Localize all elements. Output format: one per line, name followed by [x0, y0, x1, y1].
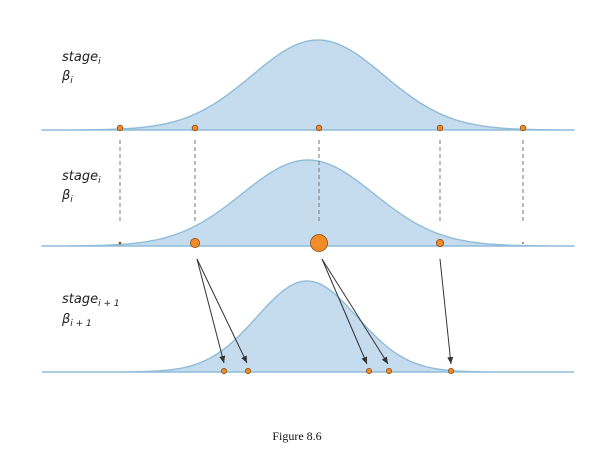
- sample-point: [315, 124, 323, 132]
- resample-arrow: [321, 258, 368, 365]
- sample-point: [365, 367, 372, 374]
- sample-point: [189, 237, 200, 248]
- sample-point: [385, 367, 392, 374]
- beta-label-2: βi: [61, 188, 73, 205]
- sample-point: [519, 124, 527, 132]
- distribution-curve-stage-3: [42, 280, 574, 373]
- stage-label-3: stagei + 1: [62, 292, 120, 309]
- sample-point: [220, 367, 227, 374]
- sample-point: [116, 124, 124, 132]
- sample-point: [435, 238, 444, 247]
- sample-point: [191, 124, 199, 132]
- sample-point: [436, 124, 444, 132]
- beta-label-1: βi: [61, 69, 73, 86]
- sample-point: [522, 242, 524, 244]
- sample-point: [244, 367, 251, 374]
- resampling-arrows: [196, 258, 454, 365]
- resample-arrow: [196, 258, 226, 364]
- sample-points: [116, 124, 527, 374]
- sample-point: [118, 241, 122, 245]
- beta-label-3: βi + 1: [61, 312, 92, 329]
- distribution-curve-stage-2: [41, 159, 575, 247]
- resample-arrow: [439, 258, 454, 365]
- sample-point: [310, 234, 328, 252]
- figure-caption: Figure 8.6: [272, 429, 321, 443]
- sample-point: [447, 367, 454, 374]
- distribution-curve-stage-1: [41, 39, 575, 131]
- resample-arrow: [196, 258, 248, 364]
- stage-label-2: stagei: [62, 169, 101, 186]
- stage-label-1: stagei: [62, 50, 101, 67]
- resample-arrow: [321, 258, 389, 365]
